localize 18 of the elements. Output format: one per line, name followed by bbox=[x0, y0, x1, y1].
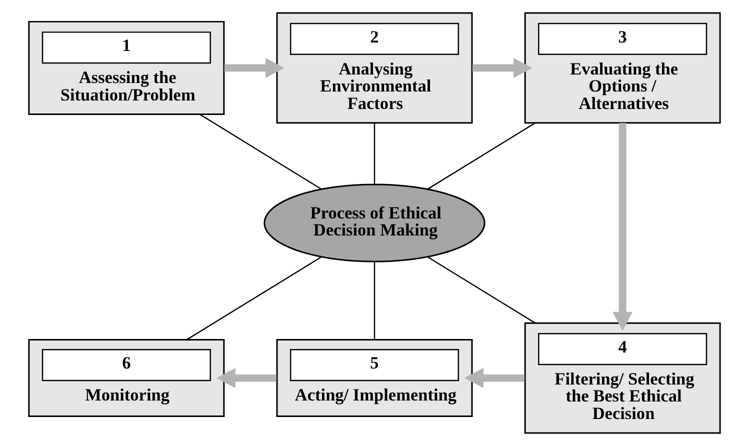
connector bbox=[373, 262, 375, 340]
node-box: 3 Evaluating the Options / Alternatives bbox=[524, 12, 720, 124]
node-box: 4 Filtering/ Selecting the Best Ethical Decision bbox=[524, 322, 720, 434]
node-box: 2 Analysing Environmental Factors bbox=[276, 12, 472, 124]
connector bbox=[199, 114, 322, 190]
node-box: 6 Monitoring bbox=[28, 339, 224, 418]
node-box: 5 Acting/ Implementing bbox=[276, 339, 472, 418]
arrow bbox=[216, 368, 276, 388]
arrow bbox=[224, 58, 284, 78]
connector bbox=[426, 122, 535, 190]
node-box: 1 Assessing the Situation/Problem bbox=[28, 20, 224, 115]
node-ellipse: Process of Ethical Decision Making bbox=[263, 184, 485, 262]
connector bbox=[186, 256, 322, 340]
arrow bbox=[464, 368, 524, 388]
connector bbox=[373, 123, 375, 184]
arrow bbox=[612, 123, 632, 331]
connector bbox=[426, 256, 535, 324]
arrow bbox=[472, 58, 532, 78]
